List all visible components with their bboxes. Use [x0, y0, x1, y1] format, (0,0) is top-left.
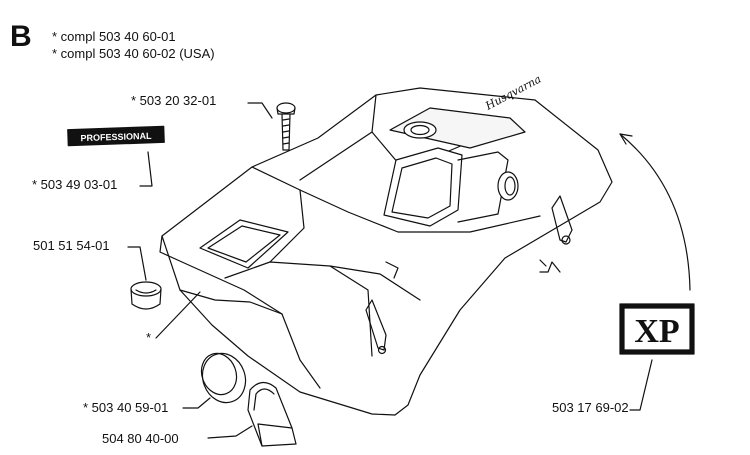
- plug: [130, 281, 162, 310]
- label-cover-small: 504 80 40-00: [102, 431, 179, 446]
- screw: [276, 102, 296, 151]
- professional-decal: PROFESSIONAL: [67, 125, 165, 147]
- main-cover: [159, 87, 613, 416]
- decal-text: PROFESSIONAL: [80, 131, 152, 143]
- label-decal: * 503 49 03-01: [32, 177, 118, 192]
- label-xp-decal: 503 17 69-02: [552, 400, 629, 415]
- section-letter: B: [10, 20, 32, 53]
- xp-decal: XP: [619, 303, 695, 355]
- label-star-note: *: [146, 330, 152, 345]
- leader-cover-small: [207, 425, 253, 439]
- round-cap: [200, 352, 247, 404]
- xp-text: XP: [634, 313, 679, 350]
- label-screw: * 503 20 32-01: [131, 93, 217, 108]
- leader-cap: [182, 397, 211, 409]
- assembly-number-1: * compl 503 40 60-01: [52, 29, 176, 44]
- label-cap: * 503 40 59-01: [83, 400, 169, 415]
- leader-screw: [247, 102, 273, 119]
- leader-decal: [139, 151, 153, 187]
- small-cover: [247, 381, 297, 447]
- arrow-head: [619, 133, 633, 145]
- placement-arrow: [619, 133, 691, 291]
- leader-xp: [629, 359, 653, 411]
- assembly-number-2: * compl 503 40 60-02 (USA): [52, 46, 215, 61]
- leader-star: [155, 291, 201, 339]
- label-plug: 501 51 54-01: [33, 238, 110, 253]
- leader-plug: [127, 246, 147, 281]
